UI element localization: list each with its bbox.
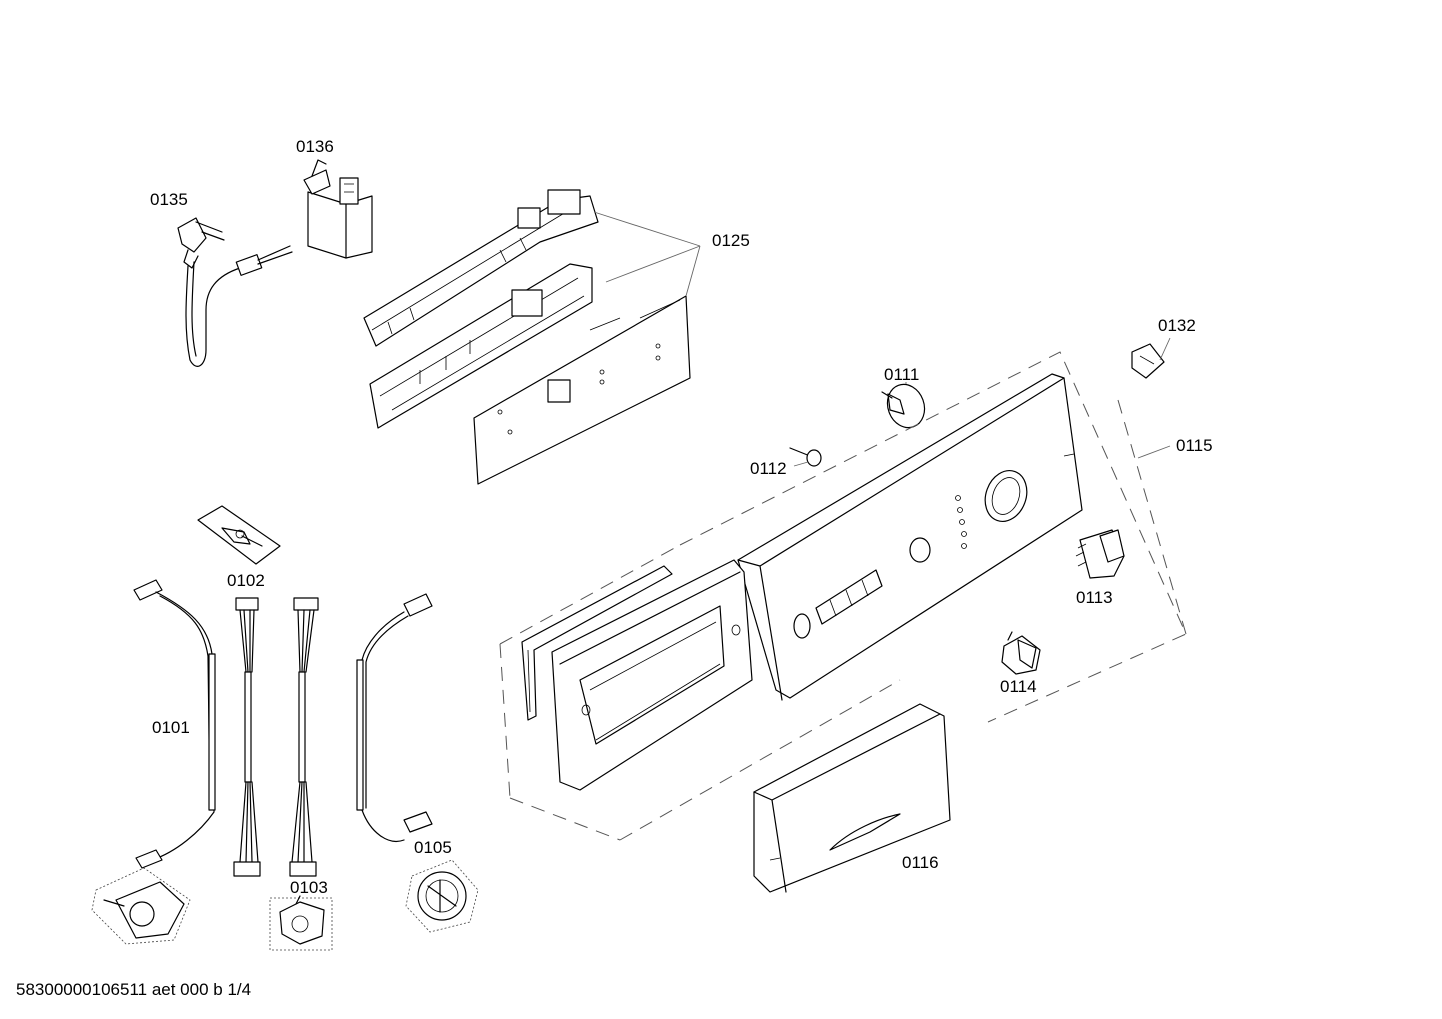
label-0136: 0136 bbox=[296, 137, 334, 156]
wire-harness-a[interactable] bbox=[233, 597, 261, 877]
bracket-0132[interactable] bbox=[1131, 337, 1171, 379]
wire-harness-c[interactable] bbox=[356, 593, 433, 842]
selector-knob-0111[interactable] bbox=[881, 379, 931, 433]
drawing-reference: 58300000106511 aet 000 b 1/4 bbox=[16, 980, 252, 999]
label-0102: 0102 bbox=[227, 571, 265, 590]
suppressor-box-0136[interactable] bbox=[303, 159, 373, 259]
wire-harness-0101[interactable] bbox=[133, 579, 216, 869]
label-0132: 0132 bbox=[1158, 316, 1196, 335]
pump-0101[interactable] bbox=[91, 867, 191, 945]
label-0103: 0103 bbox=[290, 878, 328, 897]
label-0111: 0111 bbox=[884, 365, 919, 384]
power-cord-0135[interactable] bbox=[177, 217, 293, 367]
control-module-0125[interactable] bbox=[363, 189, 701, 485]
knob-0114[interactable] bbox=[1001, 631, 1041, 675]
label-0135: 0135 bbox=[150, 190, 188, 209]
label-0112: 0112 bbox=[750, 459, 787, 478]
label-0125: 0125 bbox=[712, 231, 750, 250]
component-0102[interactable] bbox=[197, 505, 281, 565]
wire-harness-b[interactable] bbox=[289, 597, 319, 877]
program-knob-0113[interactable] bbox=[1075, 529, 1125, 579]
drawer-handle-0116[interactable] bbox=[753, 703, 951, 893]
label-0114: 0114 bbox=[1000, 677, 1037, 696]
label-0115: 0115 bbox=[1176, 436, 1213, 455]
label-0105: 0105 bbox=[414, 838, 452, 857]
valve-0103[interactable] bbox=[269, 895, 333, 951]
control-panel-0115[interactable] bbox=[499, 351, 1187, 841]
label-0113: 0113 bbox=[1076, 588, 1113, 607]
label-0116: 0116 bbox=[902, 853, 939, 872]
pin-0112[interactable] bbox=[789, 447, 822, 467]
pressure-switch-0105[interactable] bbox=[405, 859, 479, 933]
label-0101: 0101 bbox=[152, 718, 190, 737]
dispenser-frame[interactable] bbox=[521, 559, 753, 791]
